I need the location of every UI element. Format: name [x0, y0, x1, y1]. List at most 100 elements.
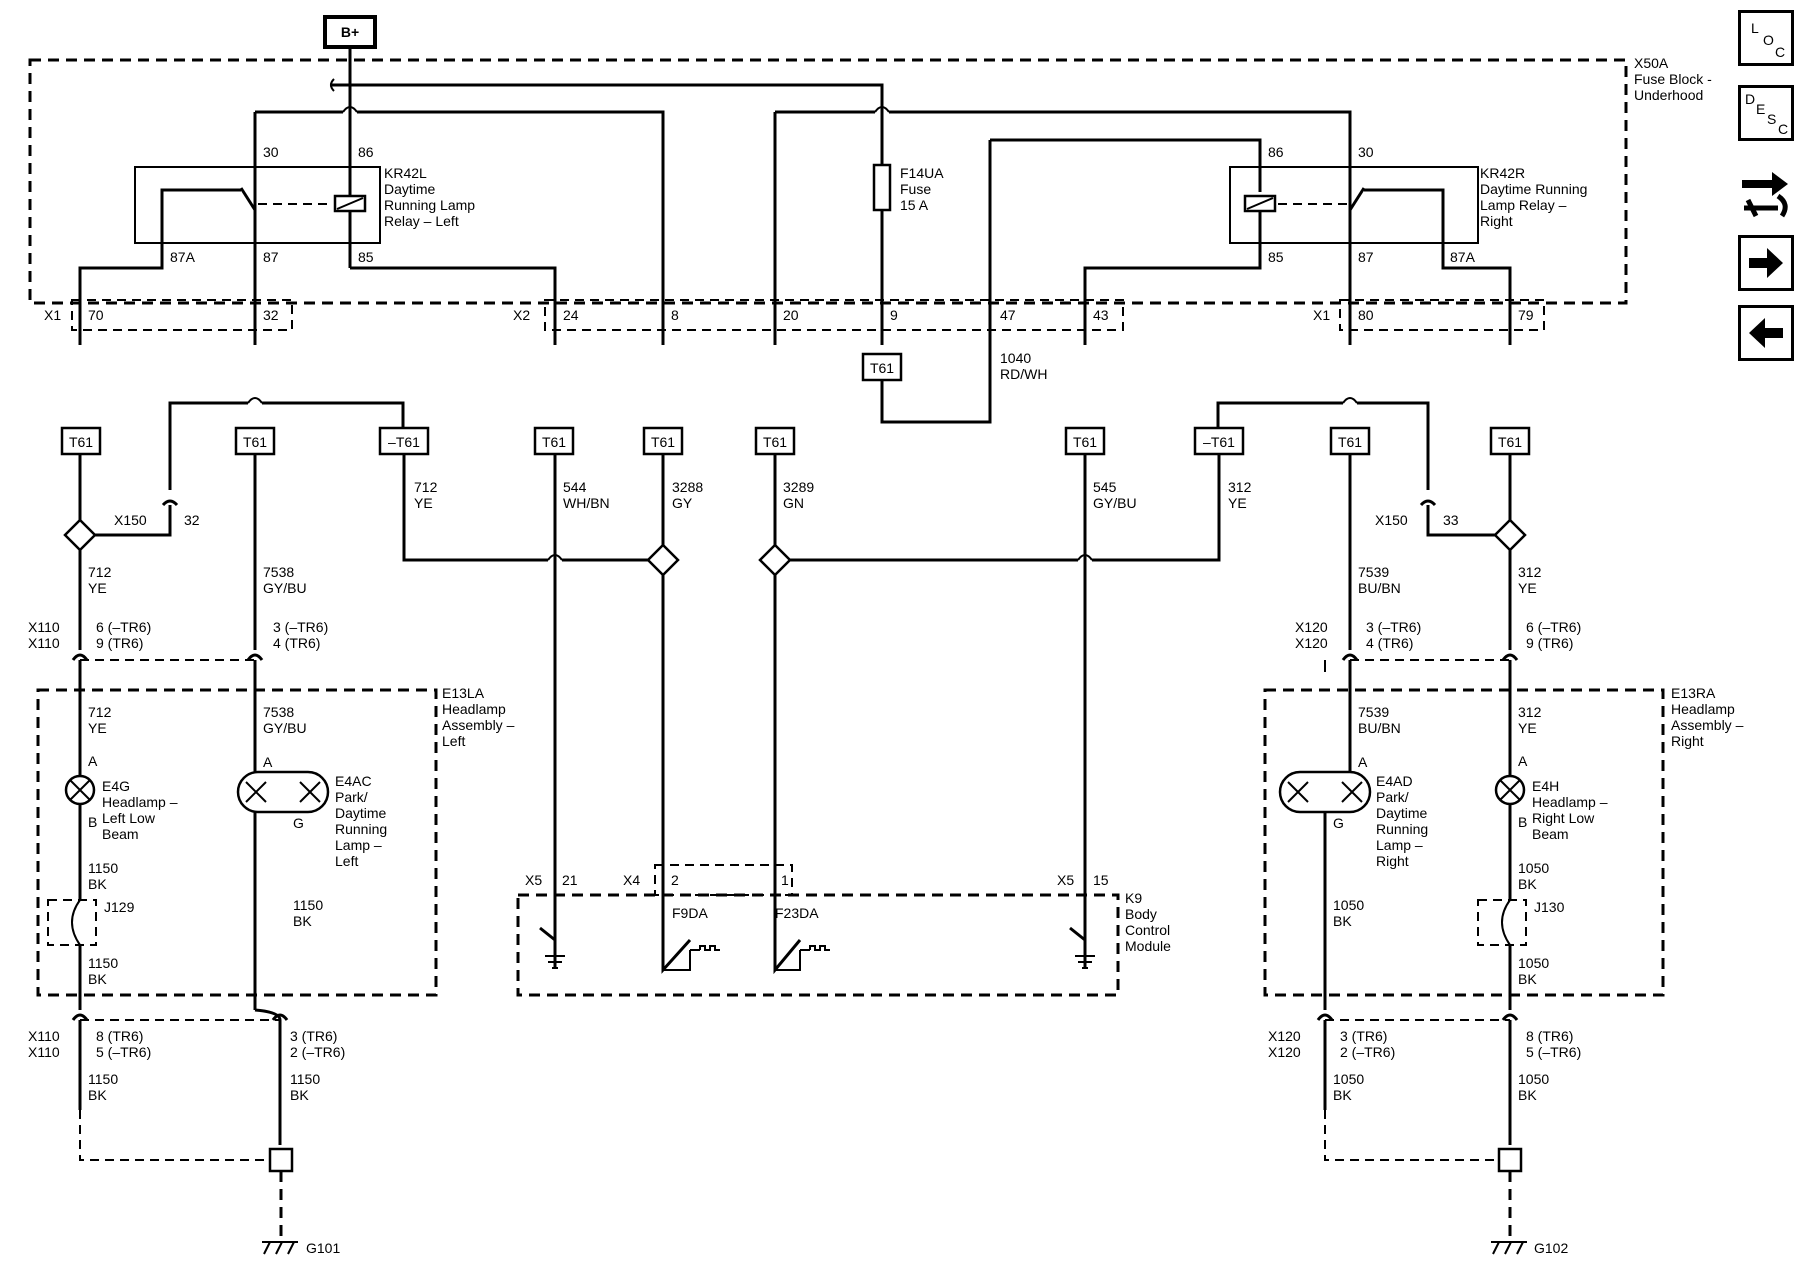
- wire-3289-num: 3289: [783, 479, 814, 495]
- pin-70: 70: [88, 307, 104, 323]
- left-splice-branch: [168, 401, 405, 490]
- wire-312-right-color: YE: [1518, 580, 1537, 596]
- e4h-out-num: 1050: [1518, 860, 1549, 876]
- x120-pin-5: 5 (–TR6): [1526, 1044, 1581, 1060]
- relay-right-name-1: Daytime Running: [1480, 181, 1587, 197]
- connector-view-button[interactable]: [1738, 160, 1794, 224]
- svg-text:C: C: [1778, 121, 1788, 137]
- x150-right-pin: 33: [1443, 512, 1459, 528]
- svg-text:T61: T61: [651, 434, 675, 450]
- headlamp-right-name-2: Assembly –: [1671, 717, 1744, 733]
- splice-t61-8: T61: [1489, 426, 1531, 456]
- x120-pin-4: 4 (TR6): [1366, 635, 1413, 651]
- fuse-block-id: X50A: [1634, 55, 1669, 71]
- relay-left-switch: [239, 187, 257, 211]
- relay-left-id: KR42L: [384, 165, 427, 181]
- relay-left-85-wire: [350, 266, 557, 345]
- e4ad-name-3: Running: [1376, 821, 1428, 837]
- wire-7538-num: 7538: [263, 564, 294, 580]
- ground-wires: [78, 1020, 1512, 1145]
- e4ac-name-4: Lamp –: [335, 837, 382, 853]
- relay-right-name-3: Right: [1480, 213, 1513, 229]
- ground-block-g101: [268, 1147, 294, 1173]
- j129-out-color: BK: [88, 971, 107, 987]
- x110-top-label-1: X110: [28, 619, 60, 635]
- inline-connector-left: [63, 518, 97, 552]
- splice-t61-3: T61: [533, 426, 575, 456]
- wire-7539-num: 7539: [1358, 564, 1389, 580]
- wire-1040: [880, 140, 992, 424]
- wire-7538-in-color: GY/BU: [263, 720, 307, 736]
- relay-right-pin87: 87: [1358, 249, 1374, 265]
- fuse-id: F14UA: [900, 165, 944, 181]
- relay-right-pin86: 86: [1268, 144, 1284, 160]
- loc-icon: L O C: [1751, 20, 1785, 60]
- wire-7539-in-num: 7539: [1358, 704, 1389, 720]
- pin-79: 79: [1518, 307, 1534, 323]
- loc-button[interactable]: L O C: [1738, 10, 1794, 66]
- relay-left-87a-wire: [78, 188, 241, 345]
- bcm-pin-1: 1: [781, 872, 789, 888]
- splice-t61-fuse: T61: [861, 352, 903, 382]
- relay-right-pin30: 30: [1358, 144, 1374, 160]
- headlamp-assembly-right: [1263, 688, 1665, 997]
- splice-t61-1: T61: [60, 426, 102, 456]
- connector-x1-right: [1339, 299, 1545, 331]
- right-312-cross-wire: [790, 454, 1221, 562]
- e4g-name-1: Headlamp –: [102, 794, 178, 810]
- wire-312-mid-num: 312: [1228, 479, 1252, 495]
- relay-left-pin87: 87: [263, 249, 279, 265]
- desc-button[interactable]: D E S C: [1738, 85, 1794, 141]
- pin-20: 20: [783, 307, 799, 323]
- arrow-right-icon: [1749, 248, 1783, 278]
- e4ac-out-color: BK: [293, 913, 312, 929]
- svg-text:T61: T61: [243, 434, 267, 450]
- bcm-ground-symbol-right: [1075, 940, 1095, 969]
- back-button[interactable]: [1738, 305, 1794, 361]
- relay-right-box: [1229, 166, 1479, 244]
- fuse-block-name2: Underhood: [1634, 87, 1703, 103]
- splice-t61-5: T61: [754, 426, 796, 456]
- jumper-j129: [47, 899, 97, 946]
- headlamp-assembly-left: [36, 688, 438, 997]
- x120-top-label-1: X120: [1295, 619, 1328, 635]
- relay-left-name-1: Daytime: [384, 181, 436, 197]
- gnd-right-num-2: 1050: [1518, 1071, 1549, 1087]
- x150-right-conn: [1419, 499, 1437, 507]
- fuse-label-2: 15 A: [900, 197, 929, 213]
- bcm-f23da-input: [775, 945, 830, 971]
- wire-7539-color: BU/BN: [1358, 580, 1401, 596]
- relay-right-id: KR42R: [1480, 165, 1525, 181]
- pin-8: 8: [671, 307, 679, 323]
- next-button[interactable]: [1738, 235, 1794, 291]
- gnd-right-num-1: 1050: [1333, 1071, 1364, 1087]
- pin-43: 43: [1093, 307, 1109, 323]
- wire-544-color: WH/BN: [563, 495, 610, 511]
- e4g-pin-b: B: [88, 814, 97, 830]
- headlamp-left-name-1: Headlamp: [442, 701, 506, 717]
- wire-712-mid-num: 712: [414, 479, 438, 495]
- e4ad-out-num: 1050: [1333, 897, 1364, 913]
- wire-3289-color: GN: [783, 495, 804, 511]
- wire-712-left-num: 712: [88, 564, 112, 580]
- wire-545-num: 545: [1093, 479, 1117, 495]
- lamp-e4h: [1494, 774, 1526, 806]
- inline-connector-3288: [646, 543, 680, 577]
- relay-left-pin30: 30: [263, 144, 279, 160]
- bcm-f9da-input: [663, 945, 720, 971]
- wire-3288-num: 3288: [672, 479, 703, 495]
- x1-left-label: X1: [44, 307, 61, 323]
- wire-7538-in-num: 7538: [263, 704, 294, 720]
- wire-712-mid-color: YE: [414, 495, 433, 511]
- wire-312-in-num: 312: [1518, 704, 1542, 720]
- x110-pin-4: 4 (TR6): [273, 635, 320, 651]
- e4h-pin-a: A: [1518, 753, 1528, 769]
- svg-text:T61: T61: [542, 434, 566, 450]
- relay-left-name-3: Relay – Left: [384, 213, 459, 229]
- wire-545-color: GY/BU: [1093, 495, 1137, 511]
- bcm-pin-15: 15: [1093, 872, 1109, 888]
- svg-text:T61: T61: [763, 434, 787, 450]
- desc-icon: D E S C: [1745, 91, 1788, 137]
- bcm-x4-connector: [654, 864, 793, 896]
